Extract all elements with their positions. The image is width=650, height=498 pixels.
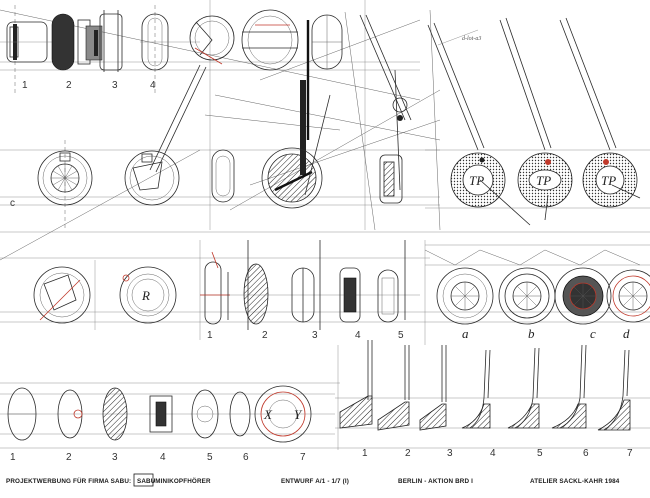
headband-profile-2 xyxy=(377,345,410,431)
section-series: X Y 1 2 3 4 5 6 7 xyxy=(0,385,335,463)
exploded-views: 1 2 3 4 5 xyxy=(200,240,420,341)
logo-text: TP xyxy=(601,173,616,188)
grille-variant-c xyxy=(554,267,612,325)
headband-profiles: 1 2 3 4 5 6 7 xyxy=(335,340,650,459)
grille-spoke xyxy=(52,177,66,186)
grille-spoke xyxy=(64,177,73,191)
grille-spoke xyxy=(57,177,66,191)
headband-profile-7 xyxy=(597,349,631,431)
row-number: 3 xyxy=(112,452,118,463)
grille-spoke xyxy=(57,165,66,179)
corner-note: d-lot-a3 xyxy=(462,36,481,42)
grille-spoke xyxy=(632,285,644,297)
row-number: 1 xyxy=(207,330,213,341)
grille-spoke xyxy=(622,285,634,297)
caption-project: PROJEKTWERBUNG FÜR FIRMA SABU: xyxy=(6,476,131,485)
row-number: 4 xyxy=(490,448,496,459)
grille-variant-d xyxy=(606,269,650,323)
variant-label: b xyxy=(528,326,535,341)
variant-label: c xyxy=(590,326,596,341)
logo-render-3: TP xyxy=(559,17,641,208)
grille-spoke xyxy=(526,295,538,307)
row-number: 6 xyxy=(243,452,249,463)
row-number: 7 xyxy=(300,452,306,463)
grille-variant-a xyxy=(436,267,494,325)
headband-profile-6 xyxy=(551,344,587,429)
headband-profile-4 xyxy=(461,349,491,429)
variant-label: d xyxy=(623,326,630,341)
grille-spoke xyxy=(64,177,78,186)
grille-spoke xyxy=(516,285,528,297)
grille-spoke xyxy=(64,170,78,179)
grille-spoke xyxy=(464,295,476,307)
grille-spoke xyxy=(64,165,73,179)
headband-profile-3 xyxy=(419,345,447,431)
grille-spoke xyxy=(570,283,584,297)
front-view-row: c xyxy=(10,94,403,209)
logo-render-2: TP xyxy=(499,17,573,221)
row-number: 1 xyxy=(22,80,28,91)
grille-spoke xyxy=(52,170,66,179)
caption-studio: ATELIER SACKL-KAHR 1984 xyxy=(530,478,620,485)
axis-letter: Y xyxy=(294,407,303,422)
row-number: 4 xyxy=(355,330,361,341)
grille-spoke xyxy=(454,285,466,297)
caption-draft: ENTWURF A/1 - 1/7 (I) xyxy=(281,478,349,485)
row-number: 2 xyxy=(262,330,268,341)
headband-profile-1 xyxy=(339,340,373,429)
grille-spoke xyxy=(582,283,596,297)
caption-brand: SABU xyxy=(137,478,156,485)
grille-spoke xyxy=(622,295,634,307)
row-number: 5 xyxy=(207,452,213,463)
headband-profile-5 xyxy=(507,347,540,429)
grille-spoke xyxy=(464,285,476,297)
caption-product: -MINIKOPFHÖRER xyxy=(153,476,211,485)
headband-sketches xyxy=(149,14,412,191)
row-number: 6 xyxy=(583,448,589,459)
grille-spoke xyxy=(516,295,528,307)
row-number: 1 xyxy=(10,452,16,463)
grille-spoke xyxy=(454,295,466,307)
grille-spoke xyxy=(526,285,538,297)
construction-lines xyxy=(0,0,650,450)
logo-render-1: TP xyxy=(427,22,531,226)
logo-renders: d-lot-a3 TP TP TP xyxy=(425,17,650,226)
row-letter: c xyxy=(10,198,15,209)
r-view-row: R xyxy=(33,260,177,330)
row-number: 4 xyxy=(160,452,166,463)
grille-spoke xyxy=(570,295,584,309)
row-number: 2 xyxy=(66,452,72,463)
variant-label: a xyxy=(462,326,469,341)
grille-variants: a b c d xyxy=(424,244,650,341)
logo-text: TP xyxy=(469,173,484,188)
row-number: 3 xyxy=(447,448,453,459)
axis-letter: X xyxy=(263,407,273,422)
row-number: 5 xyxy=(537,448,543,459)
row-number: 4 xyxy=(150,80,156,91)
row-number: 3 xyxy=(112,80,118,91)
brand-box xyxy=(133,473,154,487)
row-number: 7 xyxy=(627,448,633,459)
grille-spokes-a xyxy=(451,282,479,310)
caption-bar: PROJEKTWERBUNG FÜR FIRMA SABU: SABU -MIN… xyxy=(6,473,620,487)
row-number: 3 xyxy=(312,330,318,341)
grille-variant-b xyxy=(498,267,556,325)
caption-campaign: BERLIN - AKTION BRD I xyxy=(398,478,473,485)
r-mark: R xyxy=(141,288,150,303)
top-profile-row: 1 2 3 4 xyxy=(0,9,343,91)
logo-text: TP xyxy=(536,173,551,188)
grille-spoke xyxy=(582,295,596,309)
row-number: 2 xyxy=(405,448,411,459)
row-number: 1 xyxy=(362,448,368,459)
row-number: 2 xyxy=(66,80,72,91)
grille-spoke xyxy=(632,295,644,307)
row-number: 5 xyxy=(398,330,404,341)
